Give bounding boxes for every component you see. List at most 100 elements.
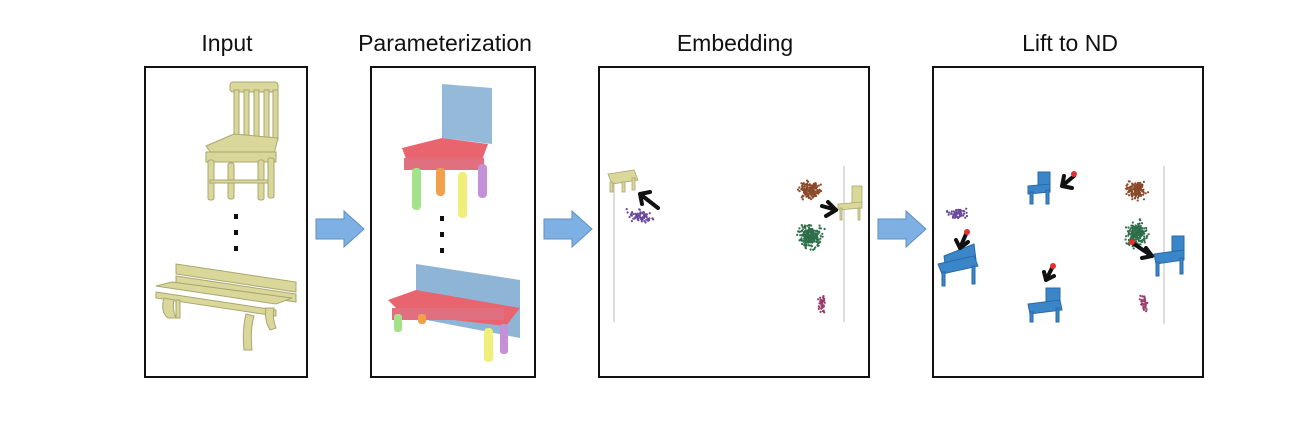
embedding-point xyxy=(814,184,817,187)
embedding-point xyxy=(810,194,813,197)
embedding-point xyxy=(1141,295,1144,298)
embedding-point xyxy=(1133,226,1136,229)
embedding-point xyxy=(807,239,810,242)
embedding-point xyxy=(963,210,966,213)
embedding-point xyxy=(642,210,645,214)
embedding-point xyxy=(806,179,809,182)
embedding-point xyxy=(823,227,826,231)
embedding-point xyxy=(962,212,966,215)
embedding-point xyxy=(1126,230,1130,233)
embedding-point xyxy=(798,239,801,242)
embedding-point xyxy=(1135,183,1138,186)
embedding-point xyxy=(802,191,806,194)
embedding-point xyxy=(1142,305,1145,308)
input-models xyxy=(155,81,297,351)
embedding-point xyxy=(1144,192,1147,195)
chair-icon xyxy=(205,81,279,201)
embedding-point xyxy=(1145,226,1148,230)
embedding-point xyxy=(810,224,813,227)
embedding-point xyxy=(801,186,804,189)
embedding-point xyxy=(820,299,823,302)
embedding-point xyxy=(815,186,818,189)
embedding-point xyxy=(1131,224,1134,227)
embedding-point xyxy=(1140,300,1143,303)
embedding-point xyxy=(1127,226,1130,229)
embedding-point xyxy=(807,226,811,229)
embedding-point xyxy=(962,214,965,217)
embedding-point xyxy=(809,234,812,237)
embedding-point xyxy=(812,229,815,233)
embedding-point xyxy=(818,231,821,234)
embedding-point xyxy=(1138,236,1141,239)
embedding-point xyxy=(1145,310,1148,313)
embedding-point xyxy=(957,216,960,219)
embedding-point xyxy=(1132,247,1135,250)
embedding-point xyxy=(628,215,631,219)
embedding-point xyxy=(809,248,812,251)
embedding-point xyxy=(648,217,651,220)
embedding-point xyxy=(806,185,809,188)
embedding-point xyxy=(1129,228,1132,231)
embedding-point xyxy=(811,193,814,196)
embedding-point xyxy=(818,302,821,305)
embedding-point xyxy=(1140,240,1144,244)
embedding-point xyxy=(630,220,633,223)
embedding-point xyxy=(1131,233,1134,236)
embedding-point xyxy=(797,230,800,233)
embedding-point xyxy=(1124,226,1128,229)
pointer-arrow-icon xyxy=(954,174,1154,282)
embedding-point xyxy=(952,213,955,216)
embedding-point xyxy=(807,235,810,238)
embedding-point xyxy=(1143,235,1146,238)
embedding-point xyxy=(956,209,959,212)
ellipsis-icon xyxy=(234,214,238,251)
embedding-point xyxy=(1128,189,1131,192)
embedding-point xyxy=(1136,186,1139,189)
input-panel xyxy=(144,66,308,378)
embedding-point xyxy=(1127,232,1130,236)
embedding-point xyxy=(953,216,956,219)
pointer-arrow-icon xyxy=(638,190,838,218)
embedding-point xyxy=(798,227,801,230)
embedding-point xyxy=(820,303,823,306)
arrow-right-icon xyxy=(315,209,365,249)
embedding-point xyxy=(1130,188,1133,191)
embedding-point xyxy=(800,229,803,233)
embedding-point xyxy=(801,188,804,191)
embedding-point xyxy=(1142,180,1145,183)
embedding-point xyxy=(808,196,811,199)
embedding-point xyxy=(626,211,629,214)
embedding-point xyxy=(639,211,642,215)
embedding-point xyxy=(813,195,816,198)
embedding-point xyxy=(1138,226,1142,229)
embedding-point xyxy=(806,229,809,232)
embedding-point xyxy=(803,224,806,227)
embedding-point xyxy=(808,189,811,192)
embedding-point xyxy=(821,310,825,313)
embedding-point xyxy=(1143,295,1146,298)
embedding-point xyxy=(950,212,953,215)
embedding-point xyxy=(1131,195,1134,198)
embedding-point xyxy=(1130,236,1133,239)
embedding-point xyxy=(642,216,645,219)
bench-icon xyxy=(155,263,297,351)
stage-title-input: Input xyxy=(201,30,253,56)
embedding-point xyxy=(630,214,633,217)
embedding-point xyxy=(801,198,804,201)
embedding-point xyxy=(1138,231,1141,234)
embedding-point xyxy=(641,218,644,221)
embedding-point xyxy=(634,213,637,216)
embedding-point xyxy=(1142,193,1145,196)
lift-panel xyxy=(932,66,1204,378)
embedding-point xyxy=(648,219,651,222)
embedding-point xyxy=(803,185,806,188)
embedding-point xyxy=(1136,199,1139,202)
embedding-point xyxy=(801,225,804,228)
embedding-point xyxy=(1125,188,1128,191)
embedding-point xyxy=(817,238,820,241)
embedding-point xyxy=(817,242,820,245)
parameterization-panel xyxy=(370,66,536,378)
embedding-point xyxy=(1136,193,1139,196)
embedding-point xyxy=(809,227,812,231)
embedding-point xyxy=(1135,238,1138,241)
